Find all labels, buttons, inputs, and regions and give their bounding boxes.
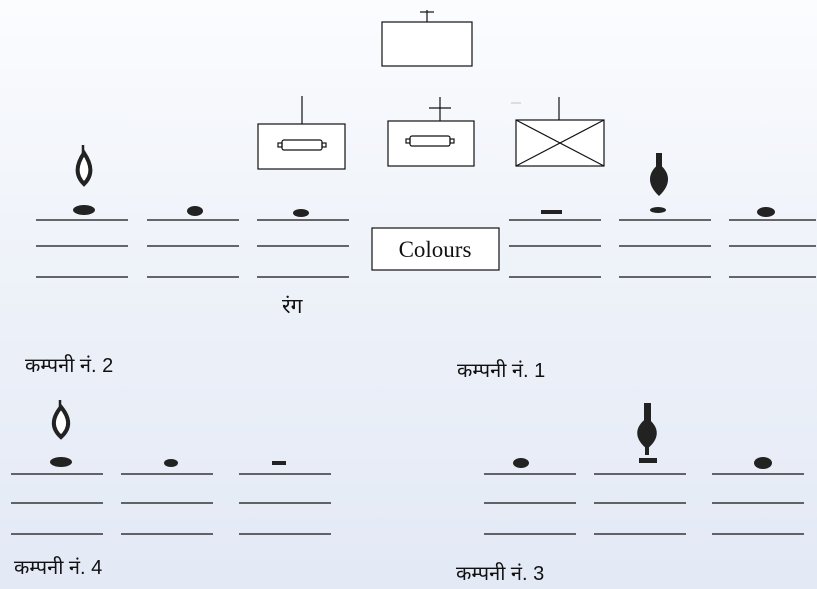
top-plus-box <box>381 10 473 67</box>
battery-box-left <box>257 96 346 170</box>
colours-label: Colours <box>399 237 472 262</box>
flame-filled-icon <box>637 403 657 455</box>
colours-box <box>371 227 500 271</box>
flame-outline-icon <box>51 400 71 440</box>
rang-label: रंग <box>282 295 304 318</box>
marks <box>50 205 775 469</box>
company-2-label: कम्पनी नं. 2 <box>25 354 113 377</box>
lines-company-4 <box>11 473 331 535</box>
lines-company-1 <box>509 219 816 278</box>
flame-filled-icon <box>649 153 669 196</box>
battery-box-middle <box>387 97 475 167</box>
cross-box-right <box>511 97 605 167</box>
company-4-label: कम्पनी नं. 4 <box>14 556 102 579</box>
company-1-label: कम्पनी नं. 1 <box>457 359 545 382</box>
flame-outline-icon <box>75 145 93 187</box>
lines-company-3 <box>484 473 804 535</box>
lines-company-2 <box>36 219 349 278</box>
company-3-label: कम्पनी नं. 3 <box>456 562 544 585</box>
